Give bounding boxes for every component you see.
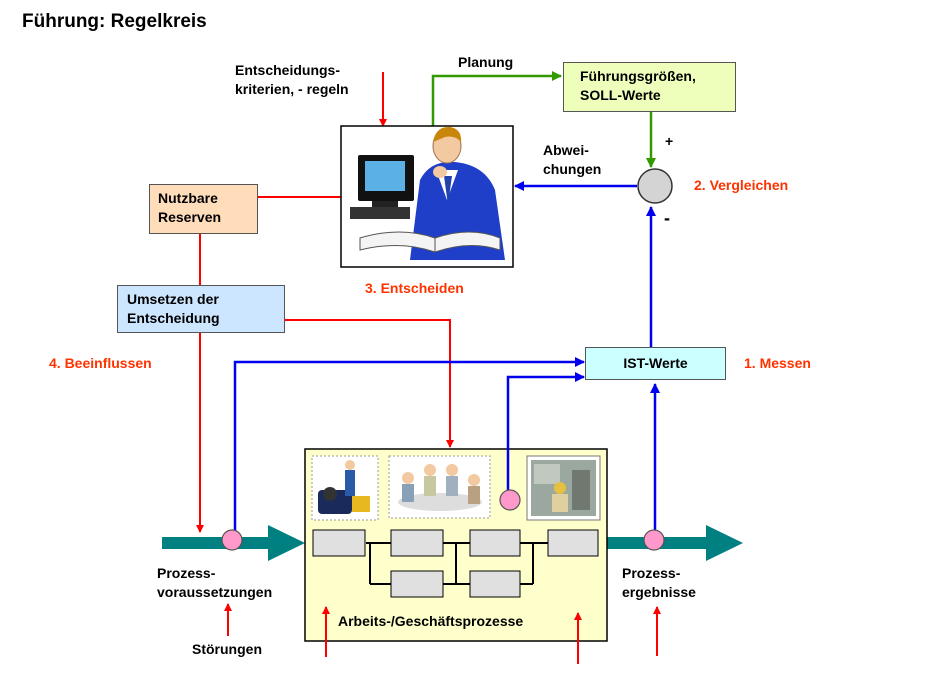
minus-sign: -: [664, 208, 670, 228]
vergleichen-label: 2. Vergleichen: [694, 177, 789, 193]
process-step-6: [469, 570, 521, 598]
planung-arrow: [431, 71, 562, 126]
umsetzen-line-2: Entscheidung: [127, 310, 220, 326]
prozessergebnisse-line-1: Prozess-: [622, 565, 681, 581]
reserven-line-1: Nutzbare: [158, 190, 218, 206]
beeinflussen-label: 4. Beeinflussen: [49, 355, 152, 371]
prozessergebnisse-line-2: ergebnisse: [622, 584, 696, 600]
criteria-label: Entscheidungs- kriterien, - regeln: [235, 61, 349, 99]
output-flow-arrow: [603, 525, 743, 561]
team-meeting-icon: [388, 455, 491, 519]
input-measure-arrow: [233, 357, 585, 531]
process-measure-arrow: [506, 372, 585, 491]
process-sensor: [499, 489, 521, 511]
prozessvoraussetzungen-line-1: Prozess-: [157, 565, 216, 581]
umsetzen-line-1: Umsetzen der: [127, 291, 219, 307]
planung-label: Planung: [458, 54, 514, 70]
umsetzen-box: Umsetzen der Entscheidung: [117, 285, 285, 333]
soll-werte-line-1: Führungsgrößen,: [580, 68, 696, 84]
plus-sign: +: [665, 133, 674, 149]
reserven-line-2: Reserven: [158, 209, 222, 225]
ist-werte-box: IST-Werte: [585, 347, 726, 380]
abweichungen-label-line-1: Abwei-: [543, 142, 589, 158]
input-sensor: [221, 529, 243, 551]
process-steps: [366, 542, 548, 585]
soll-werte-box: Führungsgrößen, SOLL-Werte: [563, 62, 736, 112]
prozessergebnisse-label: Prozess- ergebnisse: [622, 564, 696, 602]
criteria-label-line-2: kriterien, - regeln: [235, 81, 349, 97]
umsetzen-to-process-arrow: [285, 319, 454, 448]
criteria-label-line-1: Entscheidungs-: [235, 62, 341, 78]
abweichungen-label-line-2: chungen: [543, 161, 602, 177]
comparator-circle: [637, 168, 673, 204]
entscheiden-label: 3. Entscheiden: [365, 280, 464, 296]
messen-label: 1. Messen: [744, 355, 811, 371]
stoerungen-label: Störungen: [192, 641, 262, 657]
reserven-box: Nutzbare Reserven: [149, 184, 258, 234]
process-step-4: [547, 529, 599, 557]
process-box-label: Arbeits-/Geschäftsprozesse: [338, 613, 524, 629]
decision-maker-illustration: [340, 125, 514, 268]
prozessvoraussetzungen-label: Prozess- voraussetzungen: [157, 564, 272, 602]
process-step-1: [312, 529, 366, 557]
page-title: Führung: Regelkreis: [22, 11, 207, 32]
process-step-2: [390, 529, 444, 557]
process-step-3: [469, 529, 521, 557]
input-flow-arrow: [162, 525, 305, 561]
output-sensor: [643, 529, 665, 551]
soll-werte-line-2: SOLL-Werte: [580, 87, 661, 103]
workshop-worker-icon: [526, 455, 601, 521]
abweichungen-label: Abwei- chungen: [543, 141, 601, 179]
prozessvoraussetzungen-line-2: voraussetzungen: [157, 584, 273, 600]
machine-worker-icon: [311, 455, 379, 521]
process-step-5: [390, 570, 444, 598]
